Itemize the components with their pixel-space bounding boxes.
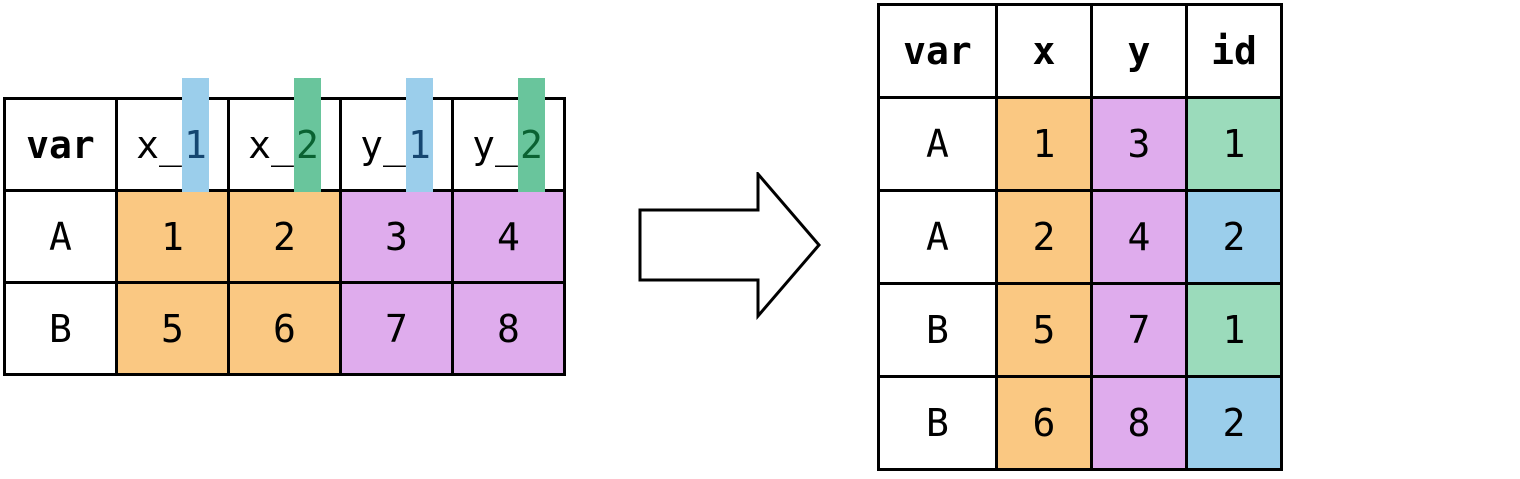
wide-cell-x-2: 2 bbox=[227, 189, 342, 284]
long-table-row: A 1 3 1 bbox=[877, 96, 1283, 192]
wide-header-y-2: y_2 bbox=[451, 77, 566, 207]
wide-header-x-2: x_2 bbox=[227, 77, 342, 207]
wide-header-y-1: y_1 bbox=[339, 77, 454, 207]
long-cell-var: A bbox=[877, 96, 998, 192]
wide-cell-y-2: 4 bbox=[451, 189, 566, 284]
long-cell-x: 6 bbox=[995, 375, 1093, 471]
wide-table: var x_1 x_2 y_1 y_2 A 1 2 3 4 B 5 6 7 8 bbox=[3, 77, 566, 376]
long-table-row: B 6 8 2 bbox=[877, 375, 1283, 471]
suffix-1-highlight: 1 bbox=[183, 122, 207, 167]
wide-cell-var: A bbox=[3, 189, 118, 284]
wide-table-row: A 1 2 3 4 bbox=[3, 189, 566, 284]
long-cell-var: A bbox=[877, 189, 998, 285]
wide-cell-y-1: 3 bbox=[339, 189, 454, 284]
wide-table-header-row: var x_1 x_2 y_1 y_2 bbox=[3, 77, 566, 207]
long-table-row: B 5 7 1 bbox=[877, 282, 1283, 378]
long-cell-id: 2 bbox=[1185, 375, 1283, 471]
long-header-x: x bbox=[995, 3, 1093, 99]
wide-cell-y-1: 7 bbox=[339, 281, 454, 376]
wide-table-row: B 5 6 7 8 bbox=[3, 281, 566, 376]
long-header-id: id bbox=[1185, 3, 1283, 99]
wide-header-x-1: x_1 bbox=[115, 77, 230, 207]
transform-arrow-icon bbox=[638, 172, 821, 320]
long-header-var: var bbox=[877, 3, 998, 99]
long-cell-var: B bbox=[877, 282, 998, 378]
long-cell-y: 8 bbox=[1090, 375, 1188, 471]
long-cell-x: 2 bbox=[995, 189, 1093, 285]
suffix-1-highlight: 1 bbox=[407, 122, 431, 167]
long-cell-y: 3 bbox=[1090, 96, 1188, 192]
wide-cell-x-1: 5 bbox=[115, 281, 230, 376]
long-table-header-row: var x y id bbox=[877, 3, 1283, 99]
long-table: var x y id A 1 3 1 A 2 4 2 B 5 7 1 B 6 8… bbox=[877, 3, 1283, 471]
long-cell-y: 4 bbox=[1090, 189, 1188, 285]
wide-cell-x-2: 6 bbox=[227, 281, 342, 376]
long-table-row: A 2 4 2 bbox=[877, 189, 1283, 285]
wide-cell-var: B bbox=[3, 281, 118, 376]
long-cell-var: B bbox=[877, 375, 998, 471]
suffix-2-highlight: 2 bbox=[519, 122, 543, 167]
long-cell-id: 1 bbox=[1185, 96, 1283, 192]
wide-cell-y-2: 8 bbox=[451, 281, 566, 376]
long-header-y: y bbox=[1090, 3, 1188, 99]
wide-cell-x-1: 1 bbox=[115, 189, 230, 284]
suffix-2-highlight: 2 bbox=[295, 122, 319, 167]
long-cell-id: 2 bbox=[1185, 189, 1283, 285]
long-cell-x: 1 bbox=[995, 96, 1093, 192]
long-cell-x: 5 bbox=[995, 282, 1093, 378]
long-cell-id: 1 bbox=[1185, 282, 1283, 378]
wide-header-var: var bbox=[3, 97, 118, 192]
long-cell-y: 7 bbox=[1090, 282, 1188, 378]
